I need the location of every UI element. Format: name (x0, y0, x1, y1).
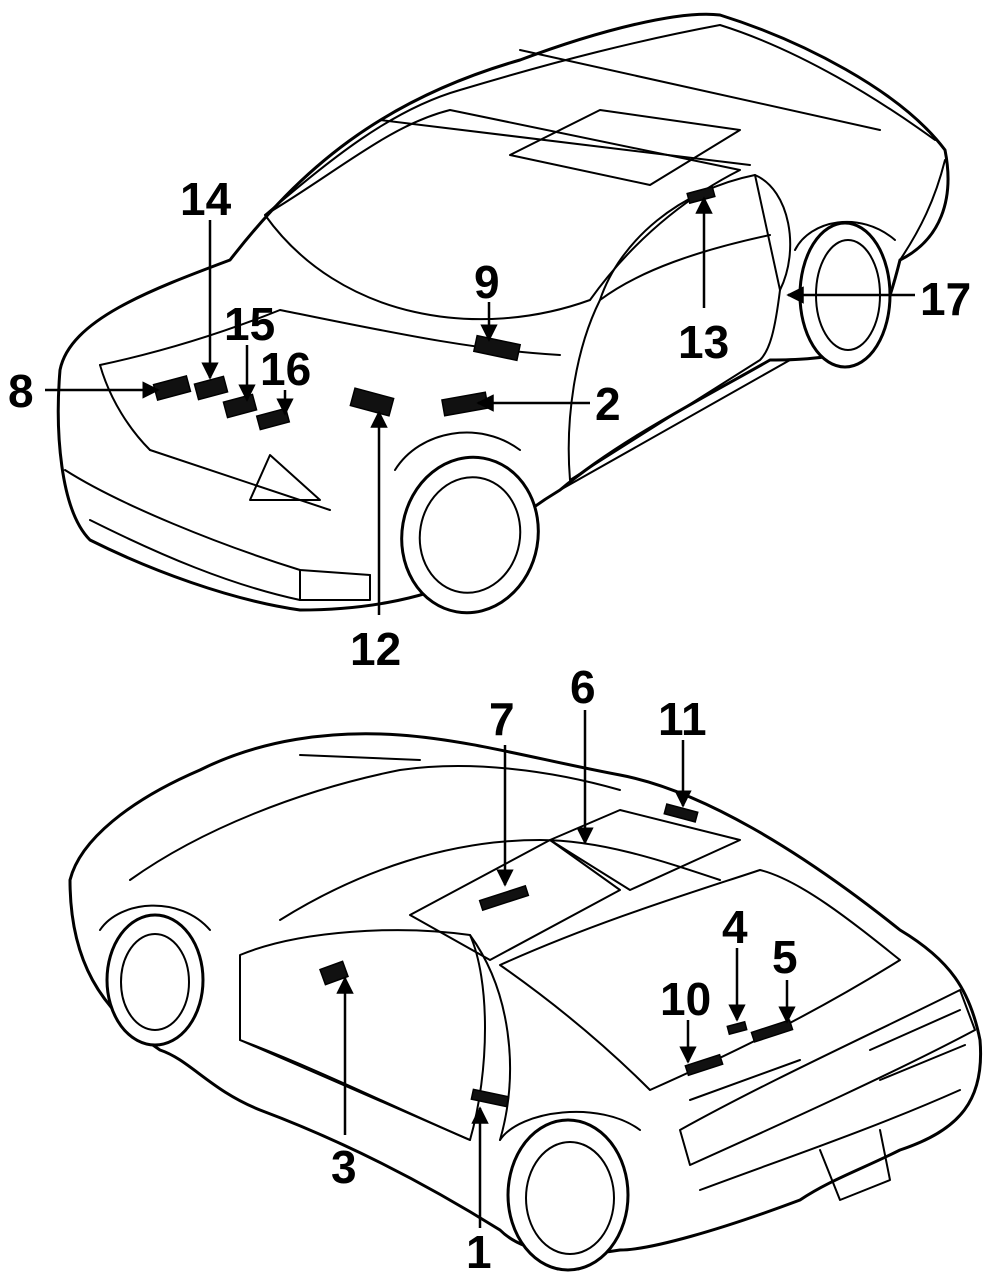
callout-6: 6 (570, 661, 596, 713)
label-markers-rear (319, 803, 794, 1108)
label-14-mark (193, 375, 229, 401)
callout-12: 12 (350, 623, 401, 675)
callout-8: 8 (8, 365, 34, 417)
label-12-mark (349, 387, 395, 417)
label-10-mark (684, 1053, 724, 1077)
label-7-mark (478, 884, 530, 912)
leader-lines (45, 196, 915, 1228)
callout-3: 3 (331, 1141, 357, 1193)
callout-1: 1 (466, 1226, 492, 1278)
callout-5: 5 (772, 931, 798, 983)
callout-16: 16 (260, 343, 311, 395)
callout-4: 4 (722, 901, 748, 953)
callout-14: 14 (180, 173, 232, 225)
label-5-mark (750, 1019, 794, 1043)
callout-2: 2 (595, 378, 621, 430)
callout-17: 17 (920, 273, 971, 325)
callout-11: 11 (658, 693, 707, 745)
car-front-view (56, 12, 950, 615)
label-9-mark (472, 334, 522, 362)
label-4-mark (726, 1020, 748, 1036)
label-11-mark (663, 803, 699, 823)
callout-15: 15 (224, 298, 275, 350)
label-1-mark (470, 1088, 510, 1108)
callout-13: 13 (678, 316, 729, 368)
callout-numbers: 8 14 15 16 9 2 12 13 17 7 6 11 4 5 10 3 … (8, 173, 971, 1278)
callout-10: 10 (660, 973, 711, 1025)
callout-9: 9 (474, 256, 500, 308)
car-rear-view (68, 732, 983, 1272)
callout-7: 7 (489, 693, 515, 745)
